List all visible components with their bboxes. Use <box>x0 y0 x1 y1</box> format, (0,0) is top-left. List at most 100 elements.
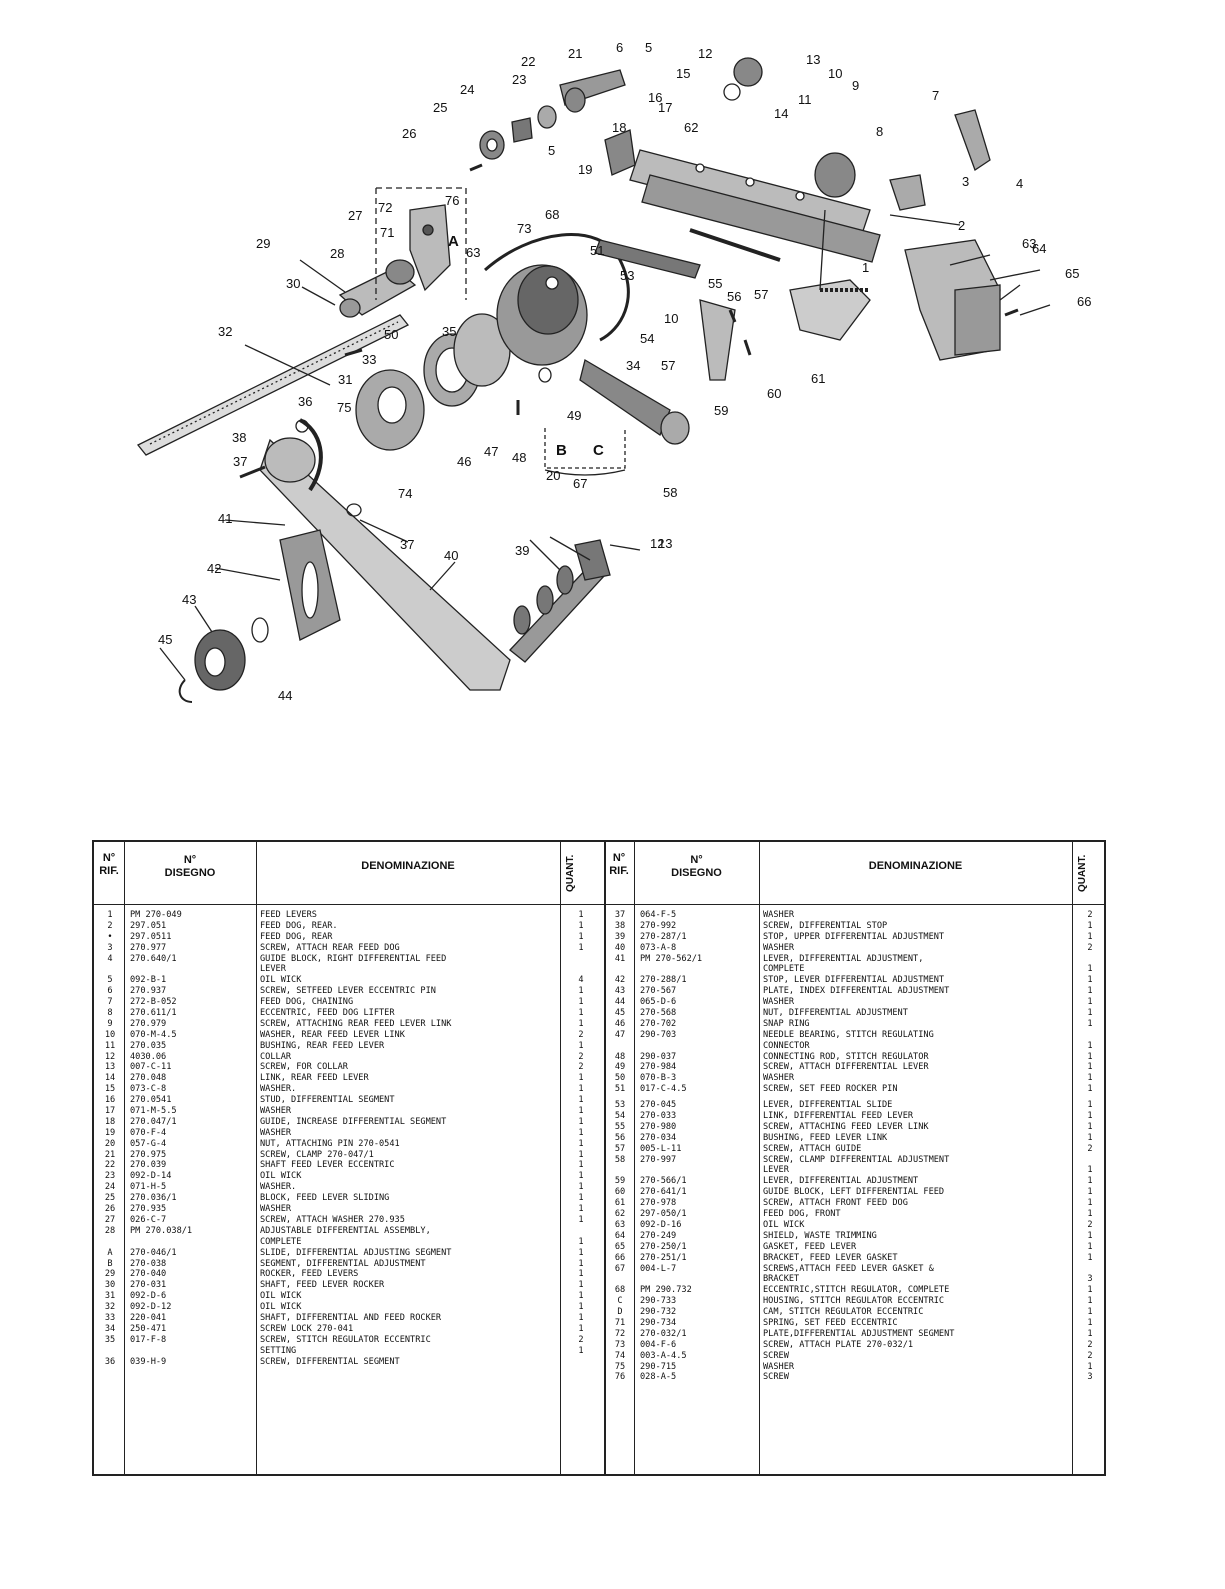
callout-13: 13 <box>806 52 820 67</box>
cell-dis: 290-703 <box>640 1029 677 1040</box>
cell-q: 4 <box>578 975 584 986</box>
callout-43: 43 <box>182 592 196 607</box>
cell-q: 1 <box>578 1291 584 1302</box>
cell-dis: 270.039 <box>130 1160 167 1171</box>
callout-16: 16 <box>648 90 662 105</box>
cell-den: SCREW, ATTACHING FEED LEVER LINK <box>763 1121 929 1132</box>
cell-den: STUD, DIFFERENTIAL SEGMENT <box>260 1095 395 1106</box>
cell-q: 1 <box>1087 1230 1093 1241</box>
cell-rif: 38 <box>614 920 626 931</box>
cell-rif: 10 <box>104 1029 116 1040</box>
cell-den: WASHER <box>763 1073 795 1084</box>
cell-q: 1 <box>1087 920 1093 931</box>
cell-den: SCREW, ATTACH REAR FEED DOG <box>260 942 400 953</box>
cell-rif: 74 <box>614 1350 626 1361</box>
cell-rif: 47 <box>614 1029 626 1040</box>
callout-64: 64 <box>1032 241 1046 256</box>
cell-dis: 297-050/1 <box>640 1209 687 1220</box>
cell-rif: 59 <box>614 1176 626 1187</box>
cell-dis: 270-250/1 <box>640 1241 687 1252</box>
cell-dis: 270-568 <box>640 1008 677 1019</box>
cell-rif: 53 <box>614 1100 626 1111</box>
callout-40: 40 <box>444 548 458 563</box>
cell-q: 1 <box>578 1040 584 1051</box>
callout-63: 63 <box>1022 236 1036 251</box>
cell-dis: 092-B-1 <box>130 975 167 986</box>
cell-den: PLATE,DIFFERENTIAL ADJUSTMENT SEGMENT <box>763 1328 955 1339</box>
cell-q: 1 <box>1087 1198 1093 1209</box>
cell-rif: 30 <box>104 1280 116 1291</box>
cell-rif: 76 <box>614 1372 626 1383</box>
cell-q: 1 <box>1087 1328 1093 1339</box>
cell-q: 1 <box>1087 1111 1093 1122</box>
cell-den: LEVER, DIFFERENTIAL SLIDE <box>763 1100 893 1111</box>
cell-q: 1 <box>1087 1176 1093 1187</box>
cell-rif: 5 <box>107 975 113 986</box>
cell-rif: 29 <box>104 1269 116 1280</box>
cell-dis: 297.051 <box>130 920 167 931</box>
callout-45: 45 <box>158 632 172 647</box>
cell-q: 2 <box>578 1062 584 1073</box>
cell-rif: 32 <box>104 1302 116 1313</box>
cell-den: LINK, DIFFERENTIAL FEED LEVER <box>763 1111 914 1122</box>
callout-76: 76 <box>445 193 459 208</box>
cell-q: 2 <box>1087 942 1093 953</box>
cell-dis: 092-D-16 <box>640 1219 682 1230</box>
cell-den: SCREW, STITCH REGULATOR ECCENTRIC <box>260 1334 431 1345</box>
cell-dis: 270.611/1 <box>130 1008 177 1019</box>
cell-q: 1 <box>1087 1051 1093 1062</box>
cell-q: 1 <box>1087 1073 1093 1084</box>
cell-q: 1 <box>578 1073 584 1084</box>
callout-72: 72 <box>378 200 392 215</box>
cell-den: COMPLETE <box>260 1236 302 1247</box>
cell-dis: 270.048 <box>130 1073 167 1084</box>
cell-dis: 007-C-11 <box>130 1062 172 1073</box>
cell-den: WASHER, REAR FEED LEVER LINK <box>260 1029 405 1040</box>
cell-q: 1 <box>1087 1062 1093 1073</box>
cell-den: LEVER, DIFFERENTIAL ADJUSTMENT, <box>763 953 924 964</box>
callout-37: 37 <box>400 537 414 552</box>
cell-q: 1 <box>1087 975 1093 986</box>
cell-den: FEED DOG, FRONT <box>763 1209 841 1220</box>
callout-60: 60 <box>767 386 781 401</box>
cell-rif: 65 <box>614 1241 626 1252</box>
cell-den: WASHER <box>260 1106 292 1117</box>
callout-73: 73 <box>517 221 531 236</box>
cell-dis: 073-A-8 <box>640 942 677 953</box>
callout-8: 8 <box>876 124 883 139</box>
cell-den: WASHER. <box>260 1084 297 1095</box>
cell-q: 1 <box>578 1095 584 1106</box>
cell-rif: 40 <box>614 942 626 953</box>
callout-23: 23 <box>512 72 526 87</box>
cell-q: 1 <box>1087 1307 1093 1318</box>
callout-37: 37 <box>233 454 247 469</box>
cell-rif: 28 <box>104 1225 116 1236</box>
cell-q: 1 <box>578 1214 584 1225</box>
callout-C: C <box>593 442 604 459</box>
